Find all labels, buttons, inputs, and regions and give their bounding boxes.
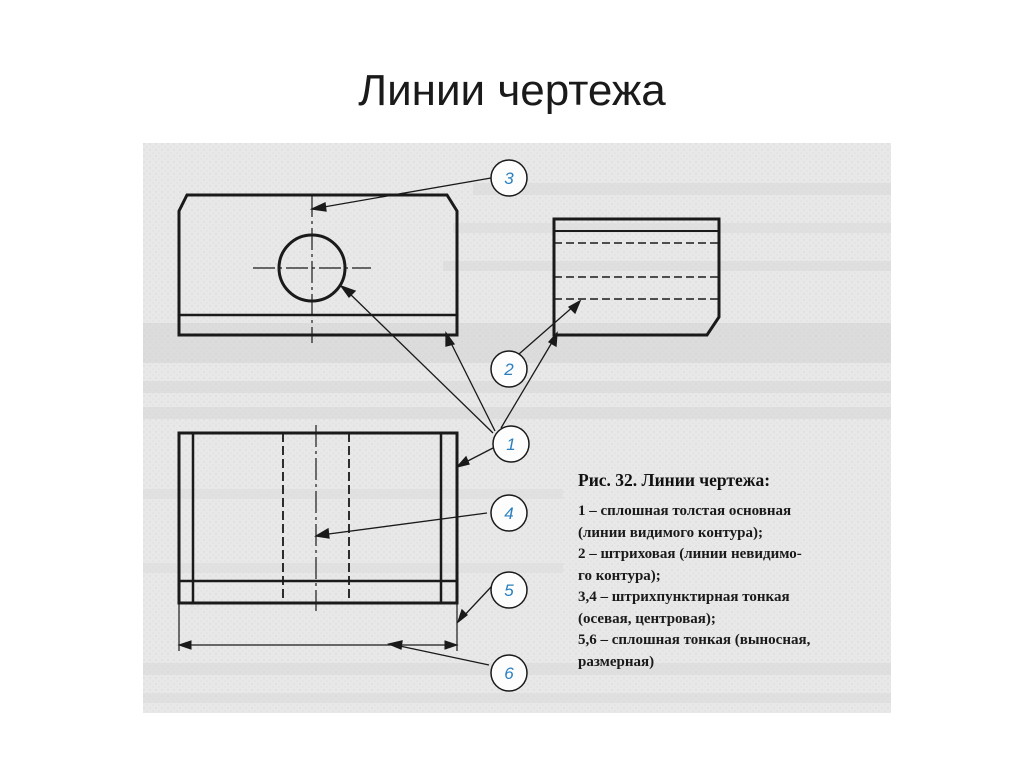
label-6: 6 [490, 654, 528, 692]
svg-text:1: 1 [506, 435, 515, 454]
caption-title: Рис. 32. Линии чертежа: [578, 470, 771, 490]
svg-text:3: 3 [504, 169, 514, 188]
figure-caption: Рис. 32. Линии чертежа: 1 – сплошная тол… [578, 470, 888, 673]
label-3: 3 [490, 159, 528, 197]
caption-line: (осевая, центровая); [578, 610, 716, 627]
caption-line: 2 – штриховая (линии невидимо- [578, 546, 802, 562]
label-1: 1 [492, 425, 530, 463]
svg-text:2: 2 [503, 360, 514, 379]
front-view [177, 193, 459, 343]
caption-line: го контура); [578, 567, 661, 584]
caption-line: 3,4 – штрихпунктирная тонкая [578, 589, 790, 605]
caption-line: (линии видимого контура); [578, 524, 764, 541]
label-5: 5 [490, 571, 528, 609]
caption-line: 5,6 – сплошная тонкая (выносная, [578, 632, 811, 648]
label-2: 2 [490, 350, 528, 388]
dimension-line [177, 603, 459, 651]
svg-text:4: 4 [504, 504, 513, 523]
caption-line: размерная) [578, 653, 655, 670]
drawing-figure: 3 2 1 4 5 6 [143, 143, 891, 713]
side-view [552, 217, 721, 337]
svg-text:6: 6 [504, 664, 514, 683]
slide-title: Линии чертежа [358, 66, 666, 115]
caption-line: 1 – сплошная толстая основная [578, 503, 792, 519]
leader-lines [309, 177, 582, 666]
top-view [177, 425, 459, 611]
svg-text:5: 5 [504, 581, 514, 600]
label-4: 4 [490, 494, 528, 532]
